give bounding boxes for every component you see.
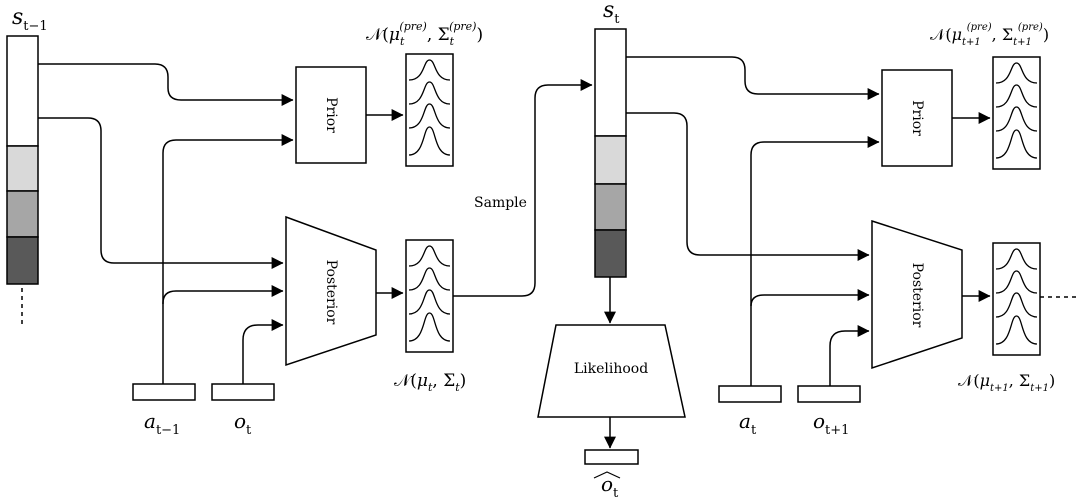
posterior-block-2 bbox=[871, 219, 963, 370]
gaussian-stack-posterior-1 bbox=[405, 239, 454, 353]
label-post-dist-1: 𝒩(μt, Σt) bbox=[394, 371, 466, 394]
input-box-o-curr bbox=[211, 383, 275, 401]
gaussian-stack-prior-2 bbox=[992, 56, 1041, 170]
hat-icon bbox=[593, 471, 621, 479]
label-o-curr: ot bbox=[234, 409, 252, 438]
label-sample: Sample bbox=[474, 195, 527, 211]
label-post-dist-2: 𝒩(μt+1, Σt+1) bbox=[958, 371, 1055, 394]
prior-box-1 bbox=[295, 66, 367, 164]
label-a-prev: at−1 bbox=[144, 409, 180, 438]
prior-box-2 bbox=[881, 69, 953, 167]
state-cell-dark bbox=[6, 236, 39, 285]
label-o-next: ot+1 bbox=[813, 409, 849, 438]
label-s-prev: st−1 bbox=[12, 5, 48, 34]
reconstruction-box bbox=[584, 449, 639, 465]
prior-label-2: Prior bbox=[909, 100, 925, 136]
label-s-curr: st bbox=[603, 0, 620, 27]
label-a-curr: at bbox=[739, 409, 757, 438]
label-o-hat: ot bbox=[601, 472, 619, 501]
posterior-label-2: Posterior bbox=[909, 263, 925, 328]
posterior-block-1 bbox=[285, 215, 377, 367]
state-cell-white bbox=[6, 35, 39, 147]
label-prior-dist-2: 𝒩(μt+1(pre), Σt+1(pre)) bbox=[930, 22, 1049, 48]
state-cell-mid bbox=[6, 190, 39, 238]
state-column-curr bbox=[594, 28, 627, 278]
input-box-o-next bbox=[797, 385, 861, 403]
left-connectors bbox=[38, 63, 593, 384]
gaussian-stack-posterior-2 bbox=[992, 242, 1041, 356]
state-column-prev bbox=[6, 35, 39, 328]
state-cell-light bbox=[6, 145, 39, 192]
right-connectors bbox=[626, 56, 991, 386]
posterior-label-1: Posterior bbox=[323, 260, 339, 325]
likelihood-label: Likelihood bbox=[574, 361, 648, 377]
input-box-a-prev bbox=[132, 383, 196, 401]
input-box-a-curr bbox=[718, 385, 782, 403]
prior-label-1: Prior bbox=[323, 97, 339, 133]
likelihood-block bbox=[537, 324, 686, 418]
label-prior-dist-1: 𝒩(μt(pre), Σt(pre)) bbox=[366, 20, 483, 48]
gaussian-stack-prior-1 bbox=[405, 53, 454, 167]
